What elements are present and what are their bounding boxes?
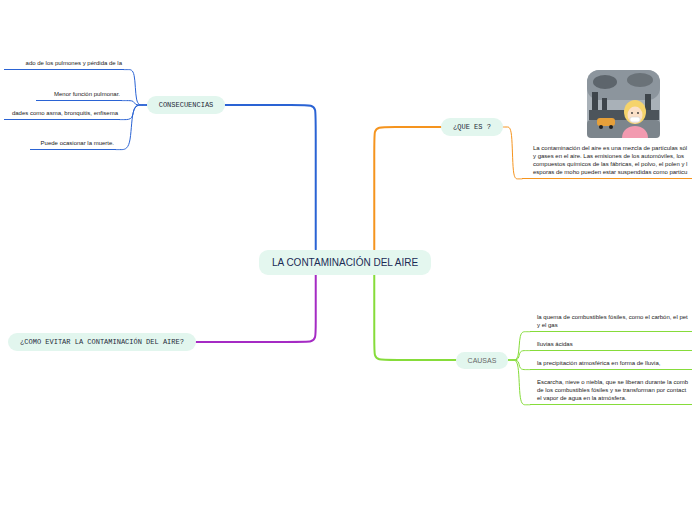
node-text: CAUSAS [468,357,497,364]
branch-connector [508,351,530,360]
node-text: Menor función pulmonar. [38,90,120,98]
branch-connector [508,360,530,405]
handkerchief [630,117,640,122]
node-text: CONSECUENCIAS [159,101,214,109]
person-hair [624,100,646,124]
subtopic-item: dades como asma, bronquitis, enfisema [4,108,120,120]
node-text: dades como asma, bronquitis, enfisema [6,109,118,117]
branch-connector [374,127,441,250]
branch-topic: CAUSAS [456,352,509,369]
node-text: LA CONTAMINACIÓN DEL AIRE [272,257,418,268]
node-text: ¿QUE ES ? [453,123,491,131]
branch-connector [225,105,315,250]
car-wheel [609,125,613,129]
person-eye [631,112,633,114]
subtopic-item: ado de los pulmones y pérdida de la [4,58,124,70]
subtopic-item: lluvias ácidas [530,339,692,351]
picture-frame [587,70,660,138]
person-face [628,107,643,124]
branch-connector [374,275,455,361]
central-topic: LA CONTAMINACIÓN DEL AIRE [259,250,431,275]
node-text: la precipitación atmosférica en forma de… [537,359,690,367]
subtopic-item: Escarcha, nieve o niebla, que se liberan… [530,377,692,405]
node-text: lluvias ácidas [537,340,690,348]
branch-connector [116,105,147,150]
branch-connector [503,127,522,179]
subtopic-item: la quema de combustibles fósiles, como e… [530,312,692,332]
branch-connector [122,101,147,105]
smoke-cloud [627,73,653,87]
pollution-illustration [587,70,660,138]
branch-connector [508,332,530,360]
subtopic-item: Menor función pulmonar. [36,89,122,101]
node-text: Puede ocasionar la muerte. [32,139,114,147]
branch-topic: ¿COMO EVITAR LA CONTAMINACIÓN DEL AIRE? [8,333,196,351]
person-body [622,126,648,138]
node-text: la quema de combustibles fósiles, como e… [537,313,690,329]
subtopic-item: la precipitación atmosférica en forma de… [530,358,692,370]
node-text: ¿COMO EVITAR LA CONTAMINACIÓN DEL AIRE? [20,338,184,346]
smoke-cloud [593,75,617,89]
branch-connector [124,70,147,105]
node-text: La contaminación del aire es una mezcla … [533,144,690,176]
branch-connector [508,360,530,370]
subtopic-item: Puede ocasionar la muerte. [30,138,116,150]
car [597,118,615,126]
car-wheel [599,125,603,129]
person-eye [637,112,639,114]
subtopic-item: La contaminación del aire es una mezcla … [522,143,692,179]
branch-topic: ¿QUE ES ? [441,118,503,136]
node-text: ado de los pulmones y pérdida de la [6,59,122,67]
branch-connector [196,275,316,343]
node-text: Escarcha, nieve o niebla, que se liberan… [537,378,690,402]
branch-topic: CONSECUENCIAS [147,96,226,114]
